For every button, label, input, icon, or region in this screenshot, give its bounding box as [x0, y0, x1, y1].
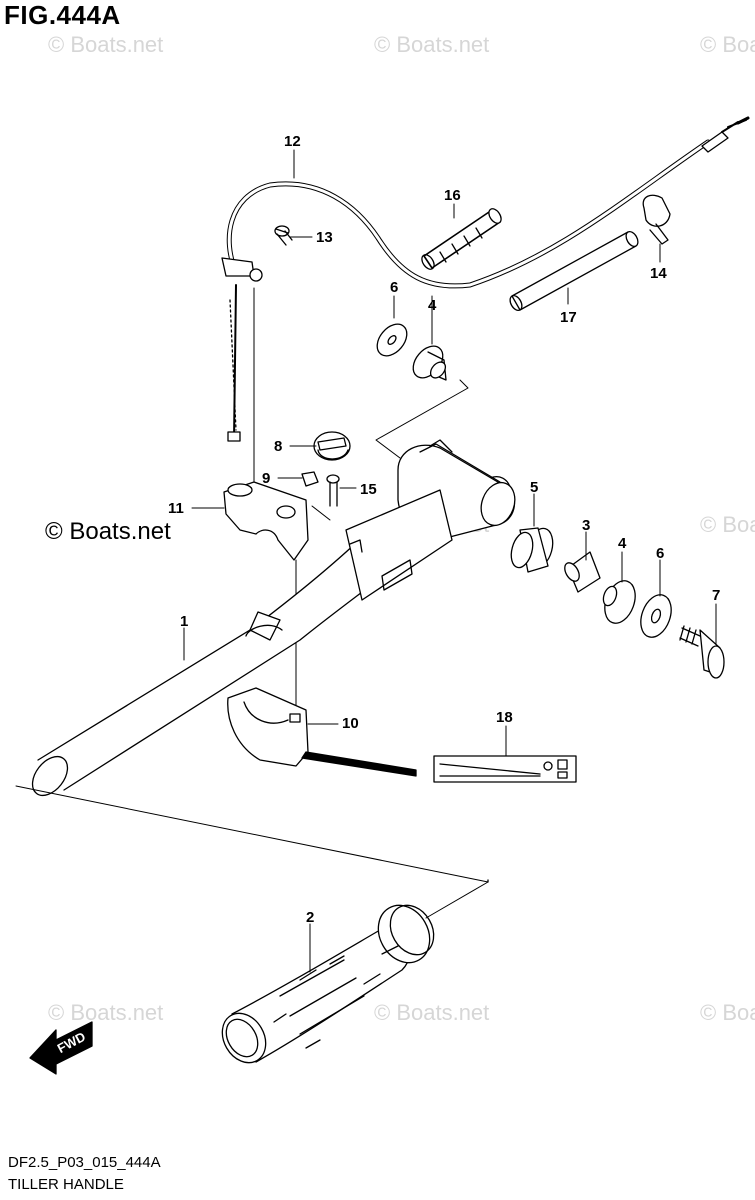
- callout-leaders: [183, 149, 717, 973]
- watermark: © Boats.net: [374, 32, 490, 57]
- callout-6-top: 6: [390, 279, 398, 296]
- knob-8: [313, 431, 351, 461]
- washer-6-right: [640, 594, 672, 638]
- callout-numbers: 1 2 3 4 4 5 6 6 7 8 9 10 11 12 13 14 15 …: [168, 133, 720, 926]
- fwd-badge: FWD: [29, 1021, 93, 1075]
- callout-11: 11: [168, 500, 184, 517]
- callout-1: 1: [180, 613, 188, 630]
- figure-title: FIG.444A: [4, 0, 121, 30]
- upper-clamp-11: [223, 481, 309, 561]
- lower-clamp-10: [227, 687, 309, 767]
- nut-9: [301, 471, 319, 487]
- screw-13: [274, 225, 293, 246]
- watermark: © Boats.net: [374, 1000, 490, 1025]
- collar-3: [564, 551, 601, 593]
- callout-12: 12: [284, 133, 301, 150]
- washer-6-top: [376, 323, 408, 357]
- callout-15: 15: [360, 481, 377, 498]
- cable-sleeve-16: [421, 208, 502, 270]
- callout-7: 7: [712, 587, 720, 604]
- callout-9: 9: [262, 470, 270, 487]
- diagram-caption: TILLER HANDLE: [8, 1176, 124, 1193]
- callout-18: 18: [496, 709, 513, 726]
- throttle-cable: [221, 116, 750, 442]
- callout-4-right: 4: [618, 535, 627, 552]
- grip-2: [221, 904, 435, 1064]
- callout-16: 16: [444, 187, 461, 204]
- clamp-14: [642, 194, 671, 245]
- bushing-5: [510, 527, 554, 573]
- tiller-arm: [31, 439, 516, 797]
- bushing-4-top: [412, 345, 447, 381]
- callout-3: 3: [582, 517, 590, 534]
- watermark: © Boats.net: [48, 1000, 164, 1025]
- label-18: [301, 751, 577, 783]
- diagram-code: DF2.5_P03_015_444A: [8, 1154, 161, 1171]
- callout-5: 5: [530, 479, 538, 496]
- callout-8: 8: [274, 438, 282, 455]
- watermark: © Boats.net: [48, 32, 164, 57]
- watermark: © Boats.net: [700, 1000, 755, 1025]
- callout-2: 2: [306, 909, 314, 926]
- callout-14: 14: [650, 265, 667, 282]
- bolt-7: [679, 625, 725, 679]
- hose-17: [509, 230, 639, 312]
- screw-15: [326, 474, 340, 507]
- callout-17: 17: [560, 309, 577, 326]
- callout-6-right: 6: [656, 545, 664, 562]
- bushing-4-right: [602, 580, 636, 624]
- callout-13: 13: [316, 229, 333, 246]
- watermark: © Boats.net: [700, 512, 755, 537]
- callout-10: 10: [342, 715, 359, 732]
- callout-4-top: 4: [428, 297, 437, 314]
- watermark: © Boats.net: [700, 32, 755, 57]
- watermark-strong: © Boats.net: [45, 518, 171, 545]
